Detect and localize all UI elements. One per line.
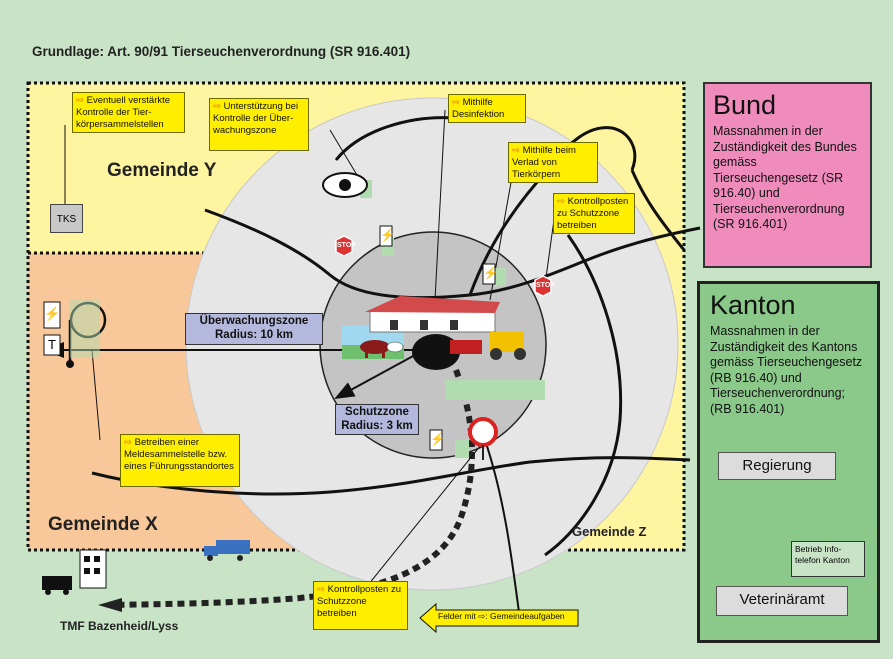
phone-network-icon (43, 300, 107, 368)
page-title: Grundlage: Art. 90/91 Tierseuchenverordn… (32, 44, 411, 59)
legend-arrow-shape (419, 602, 579, 634)
stop-text-1: STOP (337, 242, 356, 249)
protection-zone-label: Schutzzone Radius: 3 km (335, 404, 419, 435)
tks-box: TKS (50, 204, 83, 233)
tmf-label: TMF Bazenheid/Lyss (60, 619, 179, 633)
lightning-icon-1: ⚡ (380, 228, 395, 242)
stop-sign-2 (534, 275, 552, 297)
regierung-box: Regierung (718, 452, 836, 480)
factory-icon (42, 549, 107, 595)
bund-title: Bund (713, 90, 777, 120)
note-desinfektion: ⇨ Mithilfe Desinfektion (448, 94, 526, 123)
bund-text: Massnahmen in der Zuständigkeit des Bund… (713, 124, 857, 231)
no-entry-sign (468, 417, 498, 460)
lightning-icon-2: ⚡ (483, 266, 498, 280)
eye-icon (322, 172, 368, 198)
legend-text: Felder mit ⇨: Gemeindeaufgaben (438, 611, 565, 621)
note-kontrolle-tks: ⇨ Eventuell verstärkte Kontrolle der Tie… (72, 92, 185, 133)
note-kontrollposten-2: ⇨ Kontrollposten zu Schutzzone betreiben (313, 581, 408, 630)
info-telefon-box: Betrieb Info-telefon Kanton (791, 541, 865, 577)
t-box-label: T (48, 337, 56, 352)
note-verlad: ⇨ Mithilfe beim Verlad von Tierkörpern (508, 142, 598, 183)
stop-text-2: STOP (536, 282, 555, 289)
kanton-title: Kanton (710, 290, 796, 320)
note-meldesammelstelle: ⇨ Betreiben einer Meldesammelstelle bzw.… (120, 434, 240, 487)
bund-panel: Bund Massnahmen in der Zuständigkeit des… (703, 82, 872, 268)
surveillance-zone-label: Überwachungszone Radius: 10 km (185, 313, 323, 345)
area-border (26, 81, 686, 552)
kanton-text: Massnahmen in der Zuständigkeit des Kant… (710, 324, 863, 416)
farm-illustration (342, 296, 526, 370)
note-kontrollposten-1: ⇨ Kontrollposten zu Schutzzone betreiben (553, 193, 635, 234)
stop-sign-1 (335, 235, 353, 257)
lightning-icon-3: ⚡ (430, 432, 445, 446)
kanton-panel: Kanton Massnahmen in der Zuständigkeit d… (697, 281, 880, 643)
gemeinde-z-label: Gemeinde Z (572, 524, 647, 539)
truck-icon (204, 540, 250, 561)
note-unterstuetzung: ⇨ Unterstützung bei Kontrolle der Über-w… (209, 98, 309, 151)
veterinaeramt-box: Veterinäramt (716, 586, 848, 616)
gemeinde-y-label: Gemeinde Y (107, 160, 217, 181)
gemeinde-x-label: Gemeinde X (48, 514, 158, 535)
lightning-icon-4: ⚡ (44, 306, 61, 321)
